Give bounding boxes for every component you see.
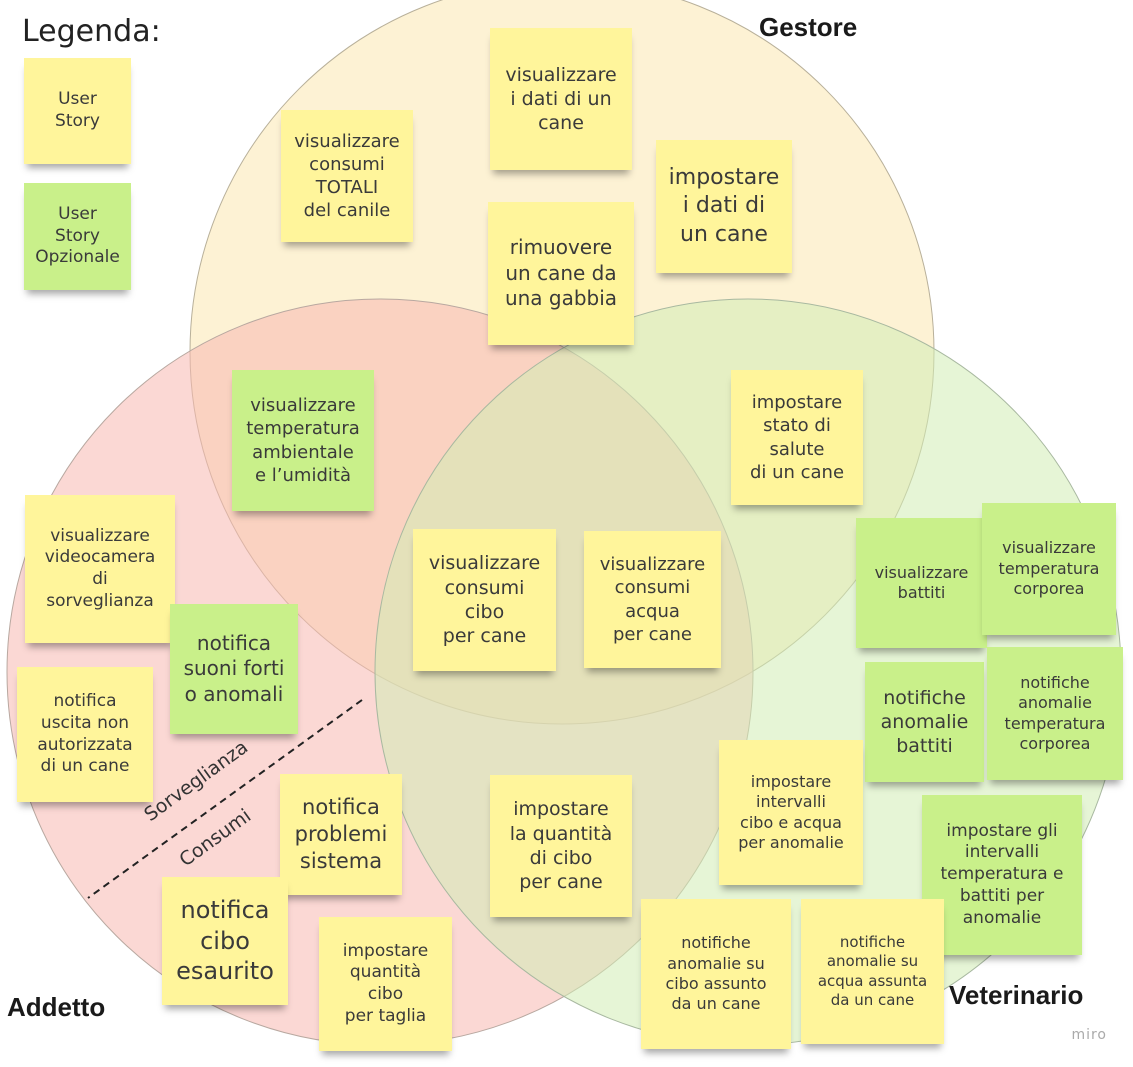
sticky-note: visualizzare consumi cibo per cane [413,529,556,671]
sticky-note: notifiche anomalie temperatura corporea [987,647,1123,780]
sticky-note: impostare intervalli cibo e acqua per an… [719,740,863,885]
sticky-note: impostare gli intervalli temperatura e b… [922,795,1082,955]
sticky-note: visualizzare temperatura ambientale e l’… [232,370,374,511]
sticky-note: notifiche anomalie su cibo assunto da un… [641,899,791,1049]
sticky-note: impostare quantità cibo per taglia [319,917,452,1051]
sticky-note: notifiche anomalie su acqua assunta da u… [801,899,944,1044]
sticky-note: notifica suoni forti o anomali [170,604,298,734]
sticky-note: visualizzare temperatura corporea [982,503,1116,635]
separator-line [87,699,363,899]
miro-watermark: miro [1071,1027,1107,1043]
sticky-note: impostare i dati di un cane [656,140,792,273]
legend-user-story-optional: User Story Opzionale [24,183,131,290]
sticky-note: rimuovere un cane da una gabbia [488,202,634,345]
sticky-note: notifica cibo esaurito [162,877,288,1005]
sticky-note: impostare stato di salute di un cane [731,370,863,505]
sticky-note: visualizzare videocamera di sorveglianza [25,495,175,643]
sticky-note: visualizzare i dati di un cane [490,28,632,170]
role-label-gestore: Gestore [759,12,858,42]
sticky-note: notifica uscita non autorizzata di un ca… [17,667,153,802]
sticky-note: visualizzare battiti [856,518,987,648]
sticky-note: notifica problemi sistema [280,774,402,895]
sticky-note: impostare la quantità di cibo per cane [490,775,632,917]
role-label-addetto: Addetto [7,992,106,1022]
legend-user-story: User Story [24,58,131,164]
sticky-note: visualizzare consumi TOTALI del canile [281,110,413,242]
role-label-veterinario: Veterinario [949,980,1084,1010]
sticky-note: visualizzare consumi acqua per cane [584,531,721,668]
legend-title: Legenda: [22,14,161,49]
sticky-note: notifiche anomalie battiti [865,662,984,782]
